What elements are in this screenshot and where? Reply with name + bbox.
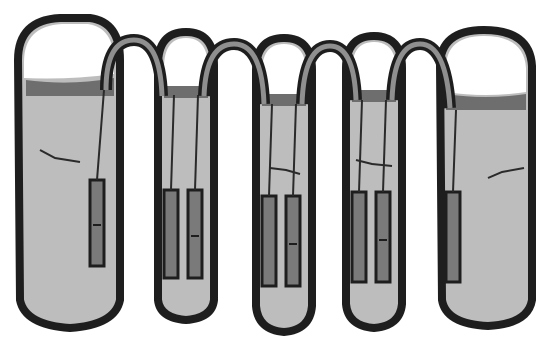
- cell-1-headspace: [24, 24, 114, 79]
- cell-5-headspace: [446, 36, 526, 95]
- cell-5: [440, 30, 532, 326]
